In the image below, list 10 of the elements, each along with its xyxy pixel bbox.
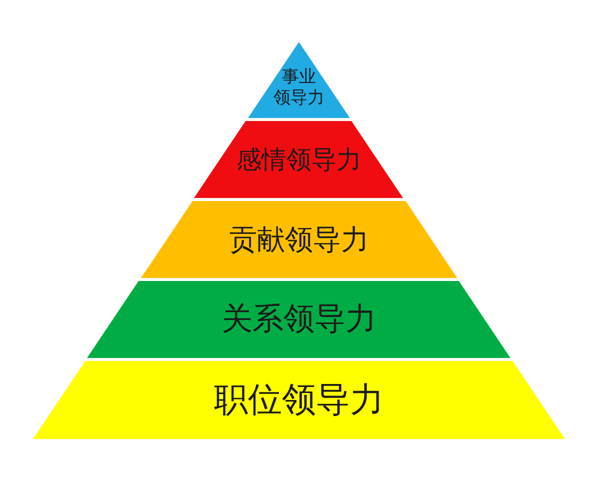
- pyramid-tier: [33, 361, 565, 439]
- pyramid-tier: [140, 201, 458, 278]
- pyramid-tier: [87, 281, 511, 358]
- pyramid-top-tier: [248, 42, 350, 118]
- tier-label: 关系领导力: [221, 300, 376, 338]
- tier-label: 职位领导力: [214, 380, 384, 420]
- tier-label: 事业领导力: [273, 67, 324, 108]
- tier-label: 贡献领导力: [228, 222, 369, 256]
- tier-label: 感情领导力: [236, 144, 362, 174]
- pyramid-tier: [194, 121, 404, 198]
